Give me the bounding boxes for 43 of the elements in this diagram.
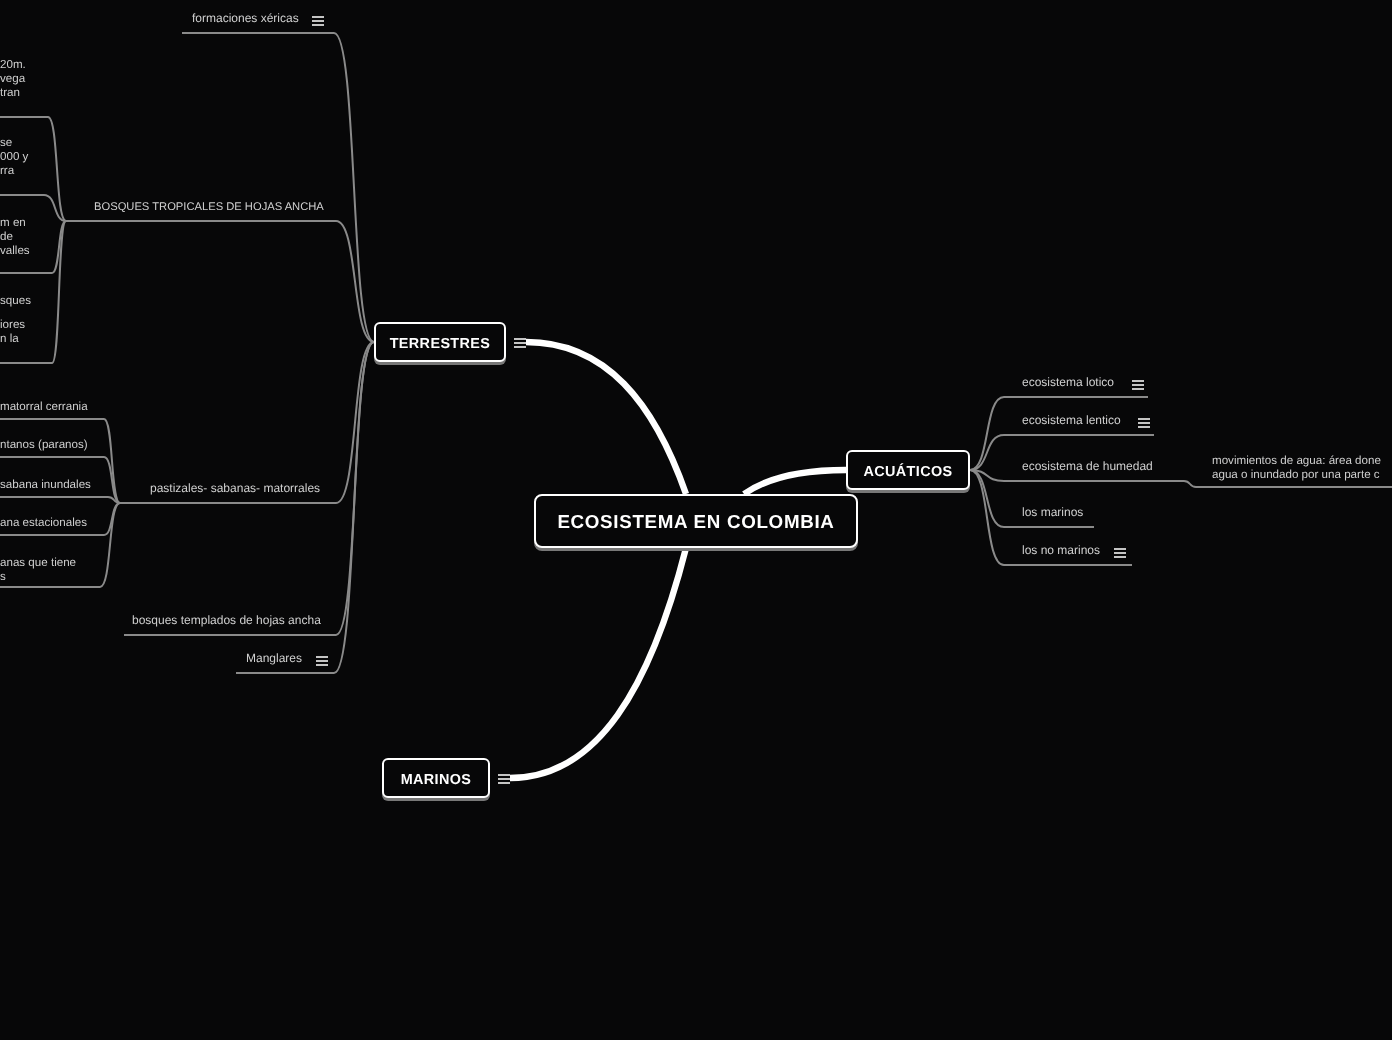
subtopic xyxy=(0,294,52,364)
connector-line xyxy=(103,418,121,504)
subtopic xyxy=(0,136,44,196)
branch-connector xyxy=(742,466,847,497)
subtopic xyxy=(120,480,336,504)
connector-line xyxy=(969,469,1005,528)
subtopic xyxy=(66,198,336,222)
central-topic-box: ECOSISTEMA EN COLOMBIA xyxy=(534,494,858,548)
subtopic xyxy=(236,650,334,674)
connector-line xyxy=(51,220,67,274)
connector-line xyxy=(107,496,121,504)
subtopic xyxy=(124,612,336,636)
connector-line xyxy=(99,502,121,588)
connector-line xyxy=(335,220,375,343)
subtopic xyxy=(1004,458,1184,482)
branch-connector xyxy=(509,547,690,782)
subtopic xyxy=(0,58,48,118)
subtopic xyxy=(1004,412,1154,436)
subtopic xyxy=(0,434,104,458)
connector-line xyxy=(969,469,1005,482)
connector-line xyxy=(333,32,375,343)
subtopic xyxy=(1004,374,1148,398)
subtopic xyxy=(0,396,104,420)
connector-line xyxy=(47,116,67,222)
subtopic xyxy=(0,512,104,536)
branch-connector xyxy=(525,338,689,496)
subtopic xyxy=(182,10,334,34)
connector-line xyxy=(103,456,121,504)
subtopic xyxy=(1004,542,1132,566)
subtopic xyxy=(0,216,52,274)
connector-line xyxy=(103,502,121,536)
connector-line xyxy=(969,434,1005,471)
connector-line xyxy=(969,396,1005,471)
connector-line xyxy=(335,341,375,504)
subtopic xyxy=(0,474,108,498)
subtopic xyxy=(1196,454,1392,488)
connector-line xyxy=(51,220,67,364)
subtopic xyxy=(0,556,100,588)
connector-line xyxy=(1183,480,1197,488)
connector-line xyxy=(43,194,67,222)
subtopic xyxy=(1004,504,1094,528)
connector-line xyxy=(969,469,1005,566)
connector-line xyxy=(333,341,375,674)
